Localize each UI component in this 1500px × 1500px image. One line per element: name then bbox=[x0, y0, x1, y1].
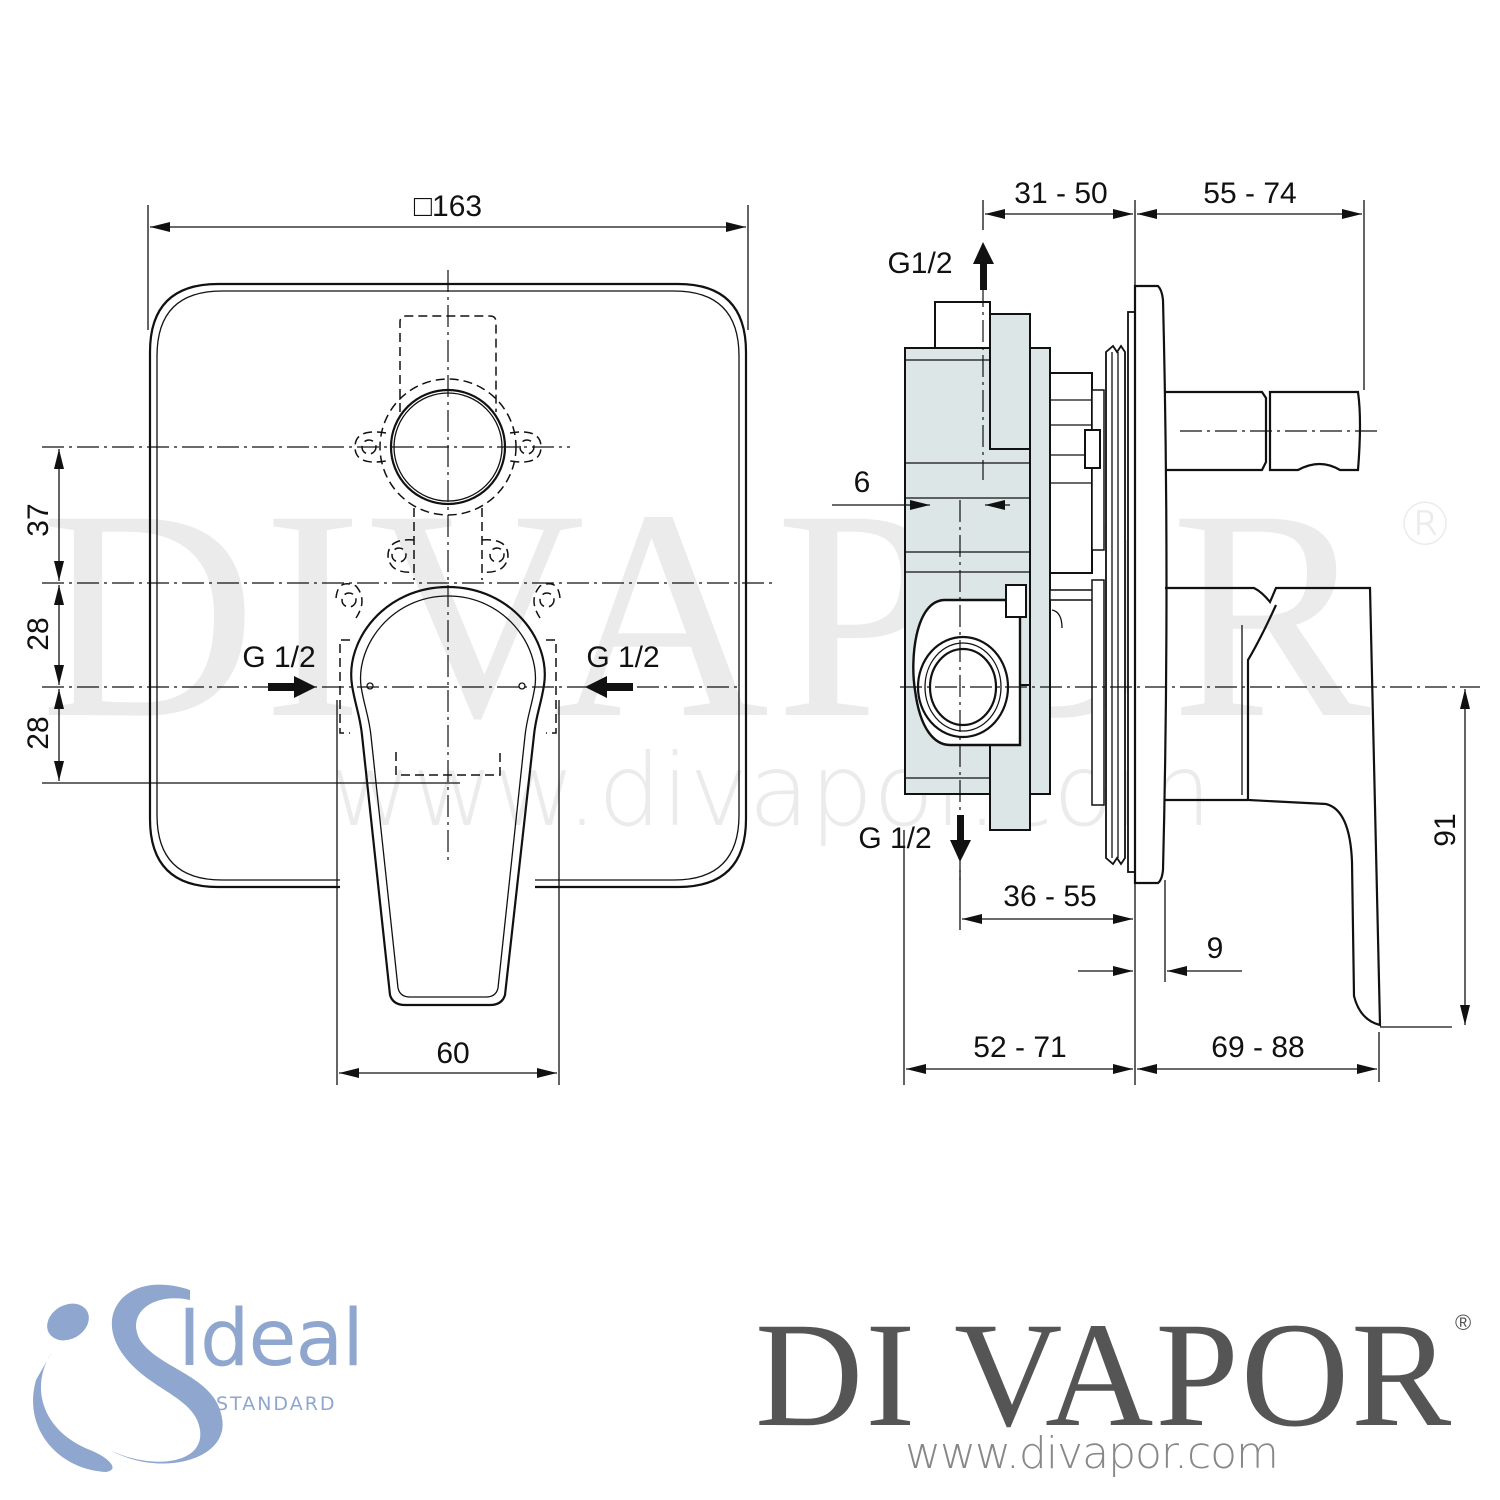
dim-lever-width: 60 bbox=[436, 1037, 469, 1070]
divapor-registered-mark: ® bbox=[1455, 1310, 1472, 1335]
ideal-standard-wordmark: Ideal bbox=[178, 1294, 364, 1384]
dim-vertical-37: 37 bbox=[22, 503, 55, 536]
dim-top-right: 55 - 74 bbox=[1203, 177, 1296, 210]
dim-bottom-right: 69 - 88 bbox=[1211, 1031, 1304, 1064]
dim-plate-9: 9 bbox=[1207, 932, 1224, 965]
inlet-left-arrow-icon bbox=[268, 676, 316, 698]
side-view: 31 - 50 55 - 74 G1/2 bbox=[832, 177, 1480, 1085]
dim-mid: 36 - 55 bbox=[1003, 880, 1096, 913]
divapor-url: www.divapor.com bbox=[905, 1428, 1279, 1479]
front-view: □163 bbox=[22, 190, 772, 1085]
dim-vertical-28-upper: 28 bbox=[22, 617, 55, 650]
outlet-bottom-label: G 1/2 bbox=[858, 822, 931, 855]
watermark-registered: ® bbox=[1395, 490, 1455, 560]
ideal-standard-logo-icon bbox=[33, 1284, 223, 1472]
outlet-down-arrow-icon bbox=[950, 815, 971, 862]
outlet-top-label: G1/2 bbox=[887, 247, 952, 280]
watermark-divapor: DIVAPOR bbox=[40, 448, 1377, 780]
inlet-right-label: G 1/2 bbox=[586, 641, 659, 674]
inlet-right-arrow-icon bbox=[585, 676, 633, 698]
inlet-left-label: G 1/2 bbox=[242, 641, 315, 674]
dim-offset-6: 6 bbox=[854, 466, 871, 499]
dim-overall-width: □163 bbox=[414, 190, 482, 223]
dim-lever-height: 91 bbox=[1429, 813, 1462, 846]
watermark-url: www.divapor.com bbox=[330, 732, 1212, 849]
dim-bottom-left: 52 - 71 bbox=[973, 1031, 1066, 1064]
dim-vertical-28-lower: 28 bbox=[22, 716, 55, 749]
dim-top-left: 31 - 50 bbox=[1014, 177, 1107, 210]
ideal-standard-subtitle: STANDARD bbox=[216, 1393, 337, 1415]
divapor-logo: DI VAPOR bbox=[755, 1292, 1454, 1458]
